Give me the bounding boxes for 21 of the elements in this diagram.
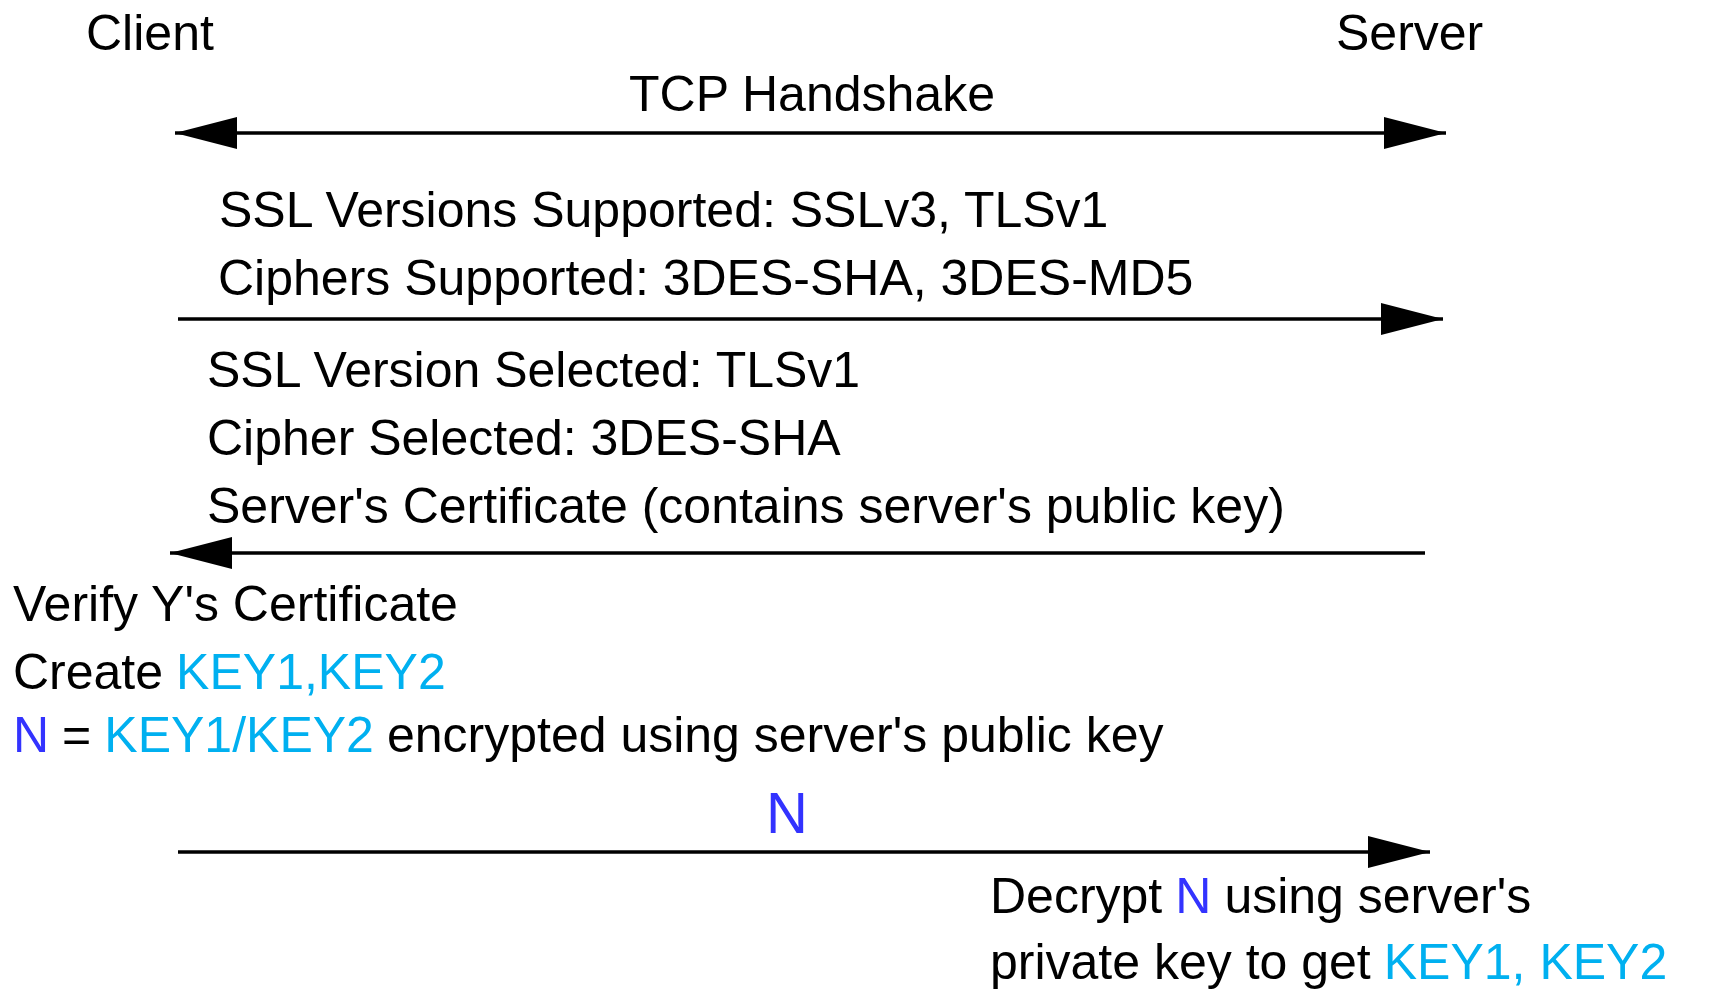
message-text: Decrypt — [990, 867, 1163, 926]
message-text: = — [62, 706, 92, 765]
message-text: N — [766, 783, 808, 843]
lane-title: Server — [1336, 4, 1484, 63]
message-text: using server's — [1224, 867, 1532, 926]
message-text: N — [13, 706, 50, 765]
message-text: Cipher Selected: 3DES-SHA — [207, 409, 841, 468]
message-text: Create — [13, 643, 164, 702]
message-text: Server's Certificate (contains server's public key) — [207, 477, 1285, 536]
lane-title: Client — [86, 4, 214, 63]
message-text: TCP Handshake — [629, 65, 995, 124]
message-text: SSL Versions Supported: SSLv3, TLSv1 — [219, 181, 1109, 240]
message-text: Ciphers Supported: 3DES-SHA, 3DES-MD5 — [218, 249, 1194, 308]
message-text: private key to get — [990, 933, 1371, 989]
message-text: SSL Version Selected: TLSv1 — [207, 341, 861, 400]
message-text: KEY1, KEY2 — [1383, 933, 1668, 989]
message-text: KEY1,KEY2 — [176, 643, 446, 702]
message-text: Verify Y's Certificate — [13, 575, 458, 634]
message-text: encrypted using server's public key — [386, 706, 1164, 765]
message-text: KEY1/KEY2 — [104, 706, 374, 765]
message-text: N — [1175, 867, 1212, 926]
